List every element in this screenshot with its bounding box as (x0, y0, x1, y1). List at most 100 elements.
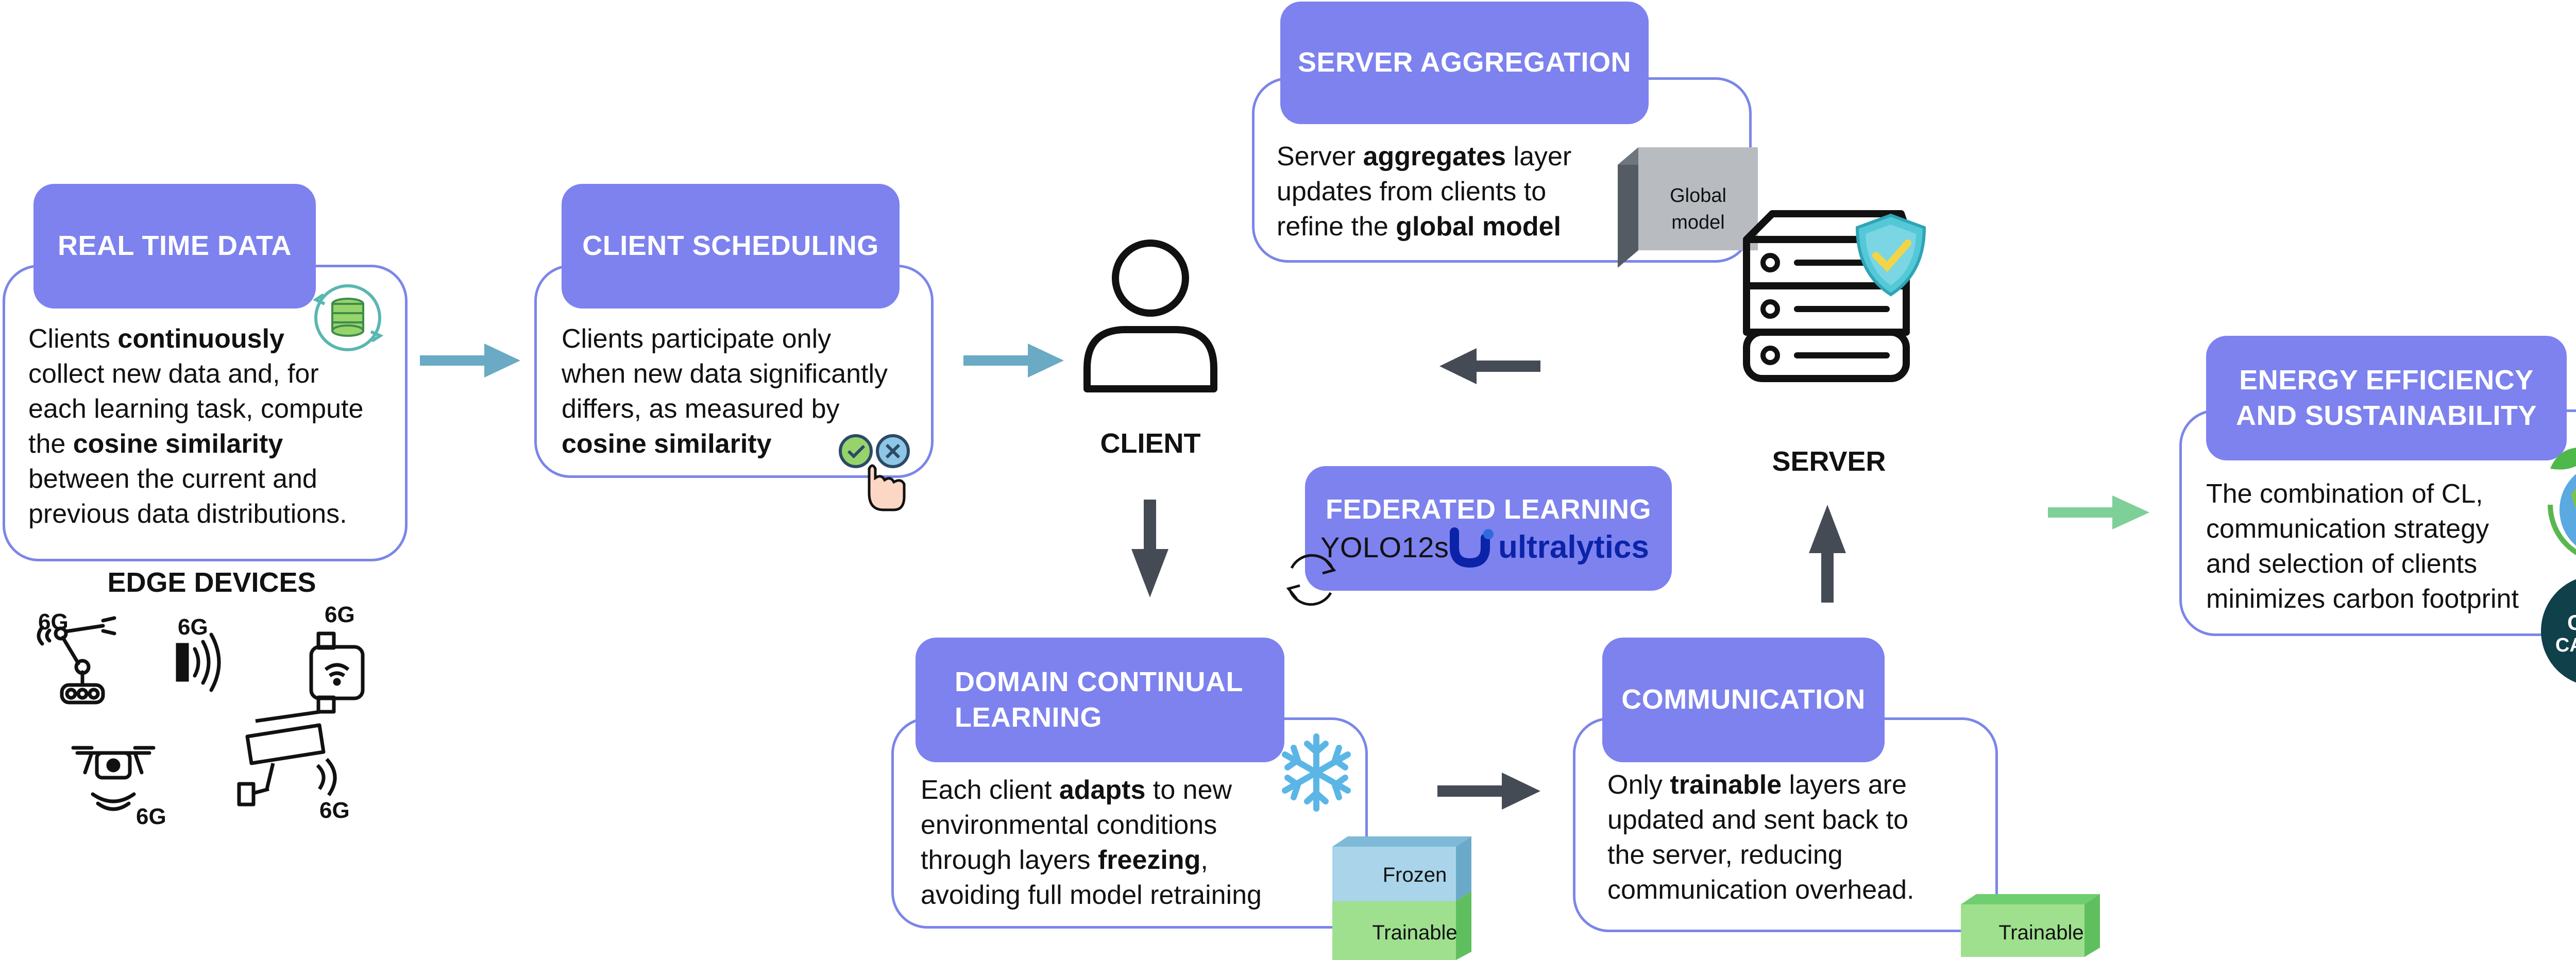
dcl-title-line-1: DOMAIN CONTINUAL (955, 666, 1243, 697)
text-run: avoiding full model retraining (921, 880, 1262, 910)
text-line: previous data distributions. (28, 496, 363, 532)
text-run: The combination of CL, (2206, 479, 2483, 509)
text-run: the server, reducing (1607, 840, 1843, 870)
text-line: communication overhead. (1607, 872, 1914, 907)
check-icon (847, 444, 866, 459)
emphasis-text: global model (1396, 212, 1561, 242)
edge-devices-icons: 6G 6G 6G 6G (37, 602, 365, 829)
trainable-label: Trainable (1372, 921, 1457, 944)
server-label: SERVER (1772, 446, 1886, 477)
text-line: cosine similarity (562, 426, 888, 461)
codecarbon-logo: C○DE CARB○N (2541, 579, 2576, 683)
frozen-label: Frozen (1383, 864, 1447, 886)
dcl-title-line-2: LEARNING (955, 702, 1102, 733)
ee-title-line-2: AND SUSTAINABILITY (2236, 400, 2537, 431)
energy-efficiency-text: The combination of CL, communication stra… (2206, 476, 2519, 616)
text-run: layers are (1782, 770, 1907, 800)
text-run: when new data significantly (562, 359, 888, 389)
text-line: environmental conditions (921, 808, 1262, 843)
text-run: and selection of clients (2206, 549, 2478, 579)
text-line: when new data significantly (562, 356, 888, 391)
text-line: refine the global model (1277, 209, 1571, 244)
text-run: collect new data and, for (28, 359, 319, 389)
communication-title: COMMUNICATION (1602, 638, 1885, 762)
trainable-block: Trainable (1961, 894, 2100, 957)
text-line: updated and sent back to (1607, 802, 1914, 837)
client-label: CLIENT (1100, 428, 1201, 459)
text-run: Clients participate only (562, 324, 832, 354)
text-run: between the current and (28, 464, 317, 494)
text-run: through layers (921, 845, 1098, 875)
snowflake-icon (1282, 733, 1351, 812)
text-line: through layers freezing, (921, 843, 1262, 878)
emphasis-text: cosine similarity (73, 429, 283, 459)
text-run: updates from clients to (1277, 177, 1547, 207)
text-run: Clients (28, 324, 118, 354)
6g-badge: 6G (136, 804, 166, 829)
text-line: Server aggregates layer (1277, 139, 1571, 174)
client-scheduling-text: Clients participate only when new data si… (562, 321, 888, 461)
text-line: Only trainable layers are (1607, 767, 1914, 802)
global-model-label-2: model (1671, 212, 1725, 233)
emphasis-text: freezing (1097, 845, 1201, 875)
emphasis-text: adapts (1059, 775, 1146, 805)
arrow-communication-to-server (1809, 505, 1846, 603)
6g-badge: 6G (319, 798, 350, 823)
antenna-icon (176, 632, 221, 692)
text-run: , (1200, 845, 1208, 875)
smartwatch-icon (309, 631, 365, 714)
text-line: Clients participate only (562, 321, 888, 356)
logo-line-code: C○DE (2567, 610, 2576, 635)
text-run: updated and sent back to (1607, 805, 1909, 835)
arrow-realtime-to-scheduling (420, 344, 520, 378)
ee-title-line-1: ENERGY EFFICIENCY (2239, 364, 2534, 396)
trainable-label: Trainable (1998, 921, 2083, 944)
text-line: avoiding full model retraining (921, 878, 1262, 913)
6g-badge: 6G (38, 609, 69, 635)
text-line: minimizes carbon footprint (2206, 581, 2519, 616)
ultralytics-brand: ultralytics (1498, 529, 1649, 565)
text-run: previous data distributions. (28, 499, 347, 529)
global-model-label-1: Global (1670, 185, 1726, 207)
security-camera-icon (237, 710, 337, 807)
robot-arm-icon (37, 616, 116, 705)
text-line: Clients continuously (28, 321, 363, 356)
text-line: the server, reducing (1607, 837, 1914, 872)
client-user-icon (1083, 239, 1217, 392)
drone-icon (71, 746, 156, 811)
text-line: communication strategy (2206, 511, 2519, 546)
text-run: communication strategy (2206, 514, 2489, 544)
federated-learning-badge: FEDERATED LEARNING YOLO12s ultralytics (1305, 466, 1672, 591)
server-aggregation-title: SERVER AGGREGATION (1280, 2, 1649, 124)
text-run: differs, as measured by (562, 394, 840, 424)
text-line: Each client adapts to new (921, 773, 1262, 808)
arrow-server-to-energy (2048, 495, 2149, 529)
text-line: the cosine similarity (28, 426, 363, 461)
loop-arrows-icon (1286, 554, 1336, 606)
text-run: refine the (1277, 212, 1396, 242)
text-line: between the current and (28, 461, 363, 496)
text-run: Only (1607, 770, 1670, 800)
arrow-dcl-to-communication (1437, 773, 1540, 810)
text-line: updates from clients to (1277, 174, 1571, 209)
ultralytics-logo-icon (1450, 527, 1494, 568)
arrow-scheduling-to-client (963, 344, 1064, 378)
hand-pointer-icon (868, 464, 906, 511)
database-sync-icon (312, 284, 384, 351)
arrow-client-to-dcl (1131, 500, 1168, 597)
text-line: and selection of clients (2206, 546, 2519, 581)
real-time-data-title: REAL TIME DATA (33, 184, 316, 308)
edge-devices-label: EDGE DEVICES (107, 567, 316, 598)
federated-learning-title: FEDERATED LEARNING (1325, 494, 1651, 525)
text-line: each learning task, compute (28, 391, 363, 426)
6g-badge: 6G (178, 614, 208, 640)
security-shield-icon (1855, 213, 1926, 297)
text-run: environmental conditions (921, 810, 1217, 840)
emphasis-text: continuously (117, 324, 284, 354)
yolo-model-name: YOLO12s (1320, 531, 1449, 563)
